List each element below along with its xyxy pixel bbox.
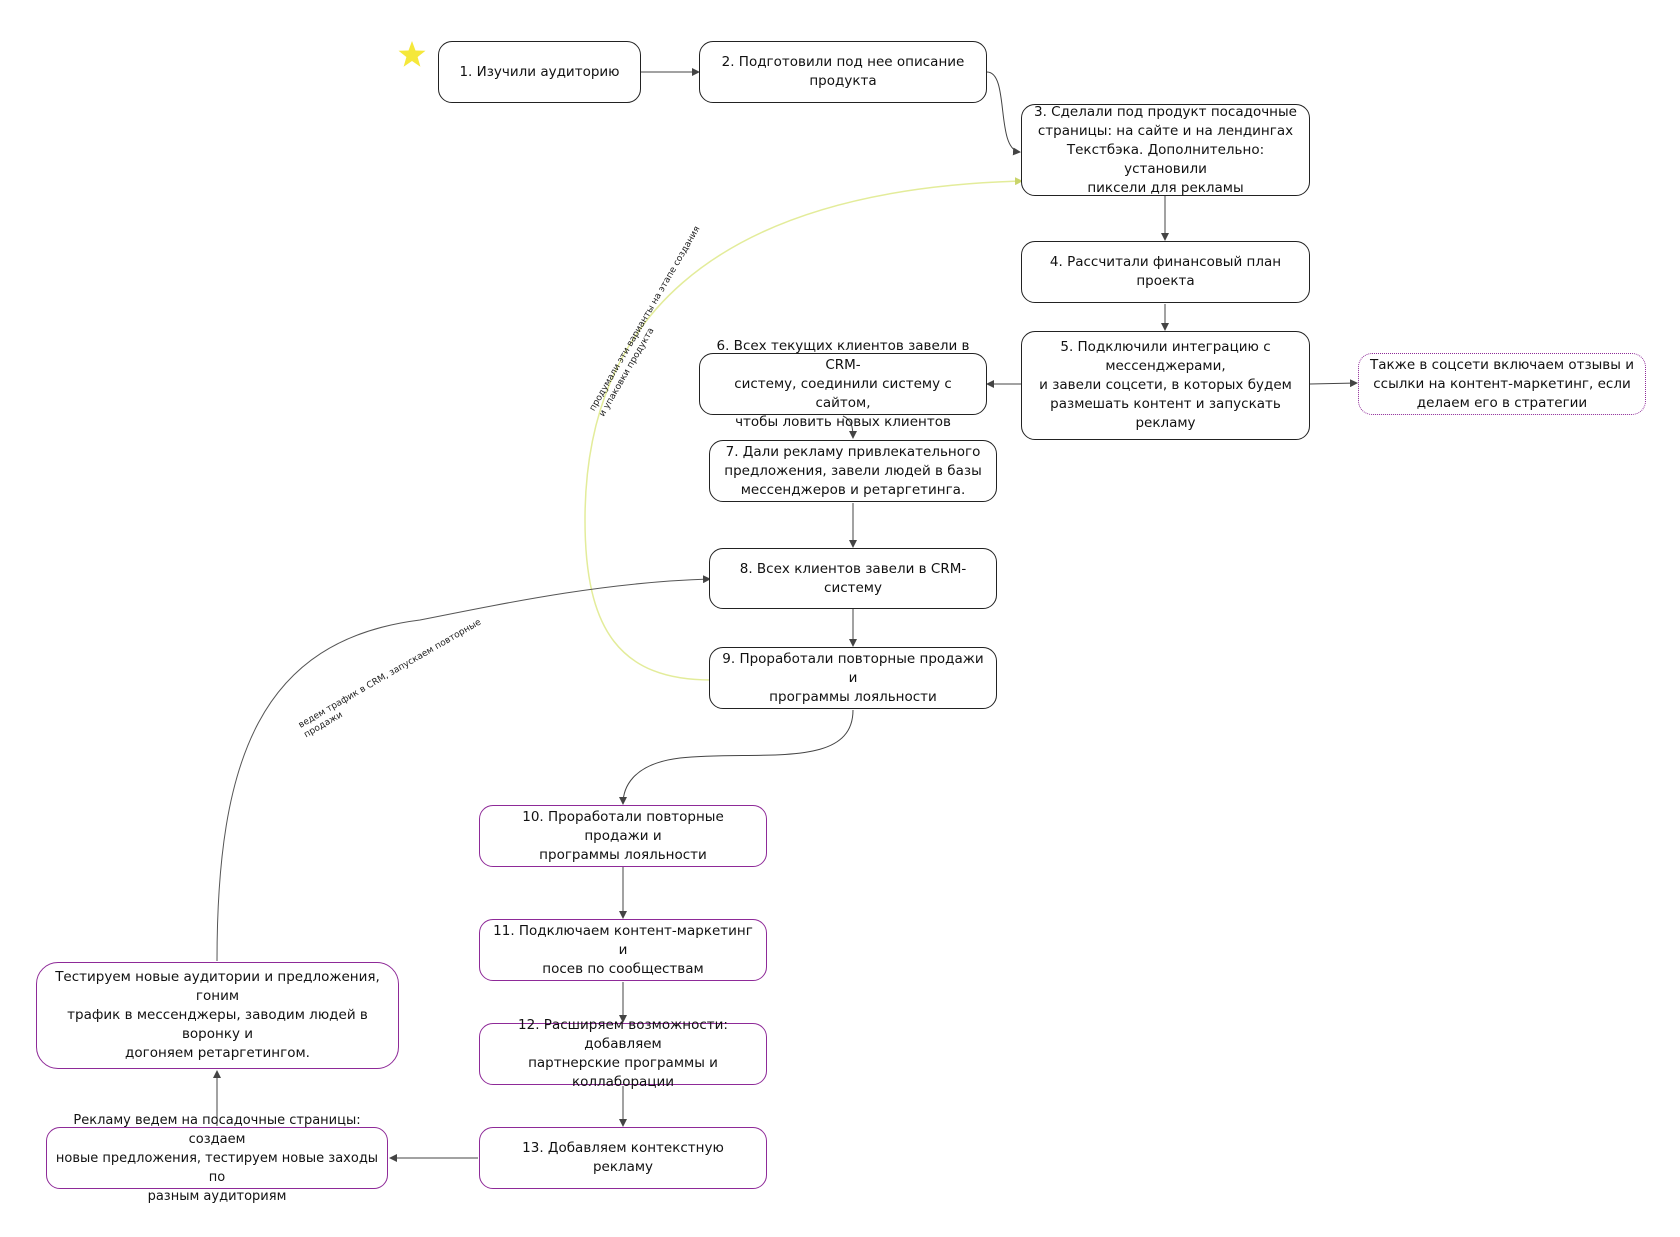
edge-2-to-3	[986, 71, 1021, 156]
node-9[interactable]: 9. Проработали повторные продажи и прогр…	[709, 647, 997, 709]
edge-6-to-7	[842, 415, 857, 439]
edge-9-to-3-yellow	[584, 177, 1023, 681]
node-11[interactable]: 11. Подключаем контент-маркетинг и посев…	[479, 919, 767, 981]
edge-5-to-note	[1309, 379, 1358, 388]
node-5[interactable]: 5. Подключили интеграцию с мессенджерами…	[1021, 331, 1310, 440]
node-8[interactable]: 8. Всех клиентов завели в CRM-систему	[709, 548, 997, 609]
node-note-social[interactable]: Также в соцсети включаем отзывы и ссылки…	[1358, 353, 1646, 415]
node-14[interactable]: Рекламу ведем на посадочные страницы: со…	[46, 1113, 388, 1204]
star-icon	[398, 41, 426, 67]
node-2[interactable]: 2. Подготовили под нее описание продукта	[699, 41, 987, 103]
node-10[interactable]: 10. Проработали повторные продажи и прог…	[479, 805, 767, 867]
node-12[interactable]: 12. Расширяем возможности: добавляем пар…	[479, 1017, 767, 1090]
node-6[interactable]: 6. Всех текущих клиентов завели в CRM- с…	[699, 338, 987, 430]
edge-15-to-8-gray	[216, 575, 711, 962]
node-1[interactable]: 1. Изучили аудиторию	[438, 41, 641, 103]
node-4[interactable]: 4. Рассчитали финансовый план проекта	[1021, 241, 1310, 303]
node-15[interactable]: Тестируем новые аудитории и предложения,…	[36, 962, 399, 1069]
node-7[interactable]: 7. Дали рекламу привлекательного предлож…	[709, 440, 997, 502]
edge-9-to-10	[619, 709, 854, 805]
node-3[interactable]: 3. Сделали под продукт посадочные страни…	[1021, 104, 1310, 196]
node-13[interactable]: 13. Добавляем контекстную рекламу	[479, 1127, 767, 1189]
